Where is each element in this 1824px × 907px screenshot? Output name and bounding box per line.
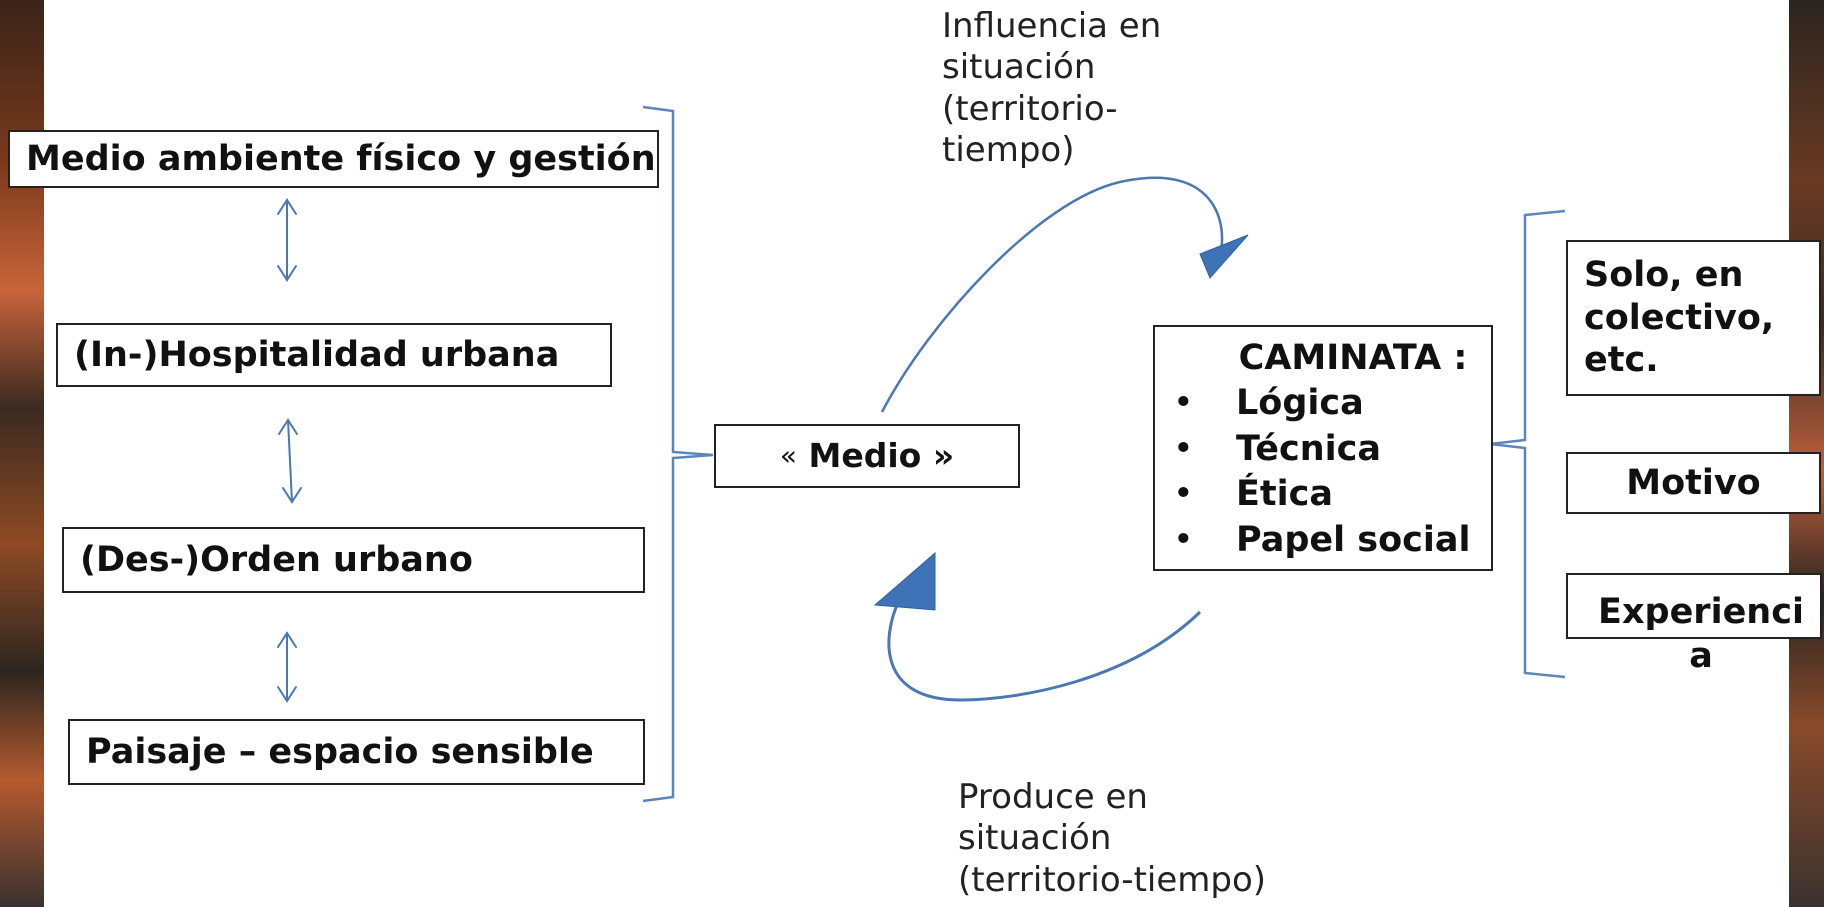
- double-arrow-icon: [277, 631, 297, 703]
- right-group-brace: [1489, 209, 1566, 679]
- bullet-icon: •: [1173, 383, 1194, 423]
- open-quote: «: [779, 439, 797, 473]
- caminata-title: CAMINATA :: [1238, 338, 1468, 378]
- box-label: (Des-)Orden urbano: [80, 540, 473, 580]
- box-label: Paisaje – espacio sensible: [86, 732, 594, 772]
- bullet-icon: •: [1173, 474, 1194, 514]
- caminata-list: •Lógica •Técnica •Ética •Papel social: [1155, 381, 1491, 563]
- box-motivo: Motivo: [1566, 452, 1821, 514]
- medio-label: Medio »: [808, 436, 955, 476]
- box-caminata: CAMINATA : •Lógica •Técnica •Ética •Pape…: [1153, 325, 1493, 571]
- list-item: •Técnica: [1155, 427, 1491, 473]
- list-item: •Lógica: [1155, 381, 1491, 427]
- box-medio: « Medio »: [714, 424, 1020, 488]
- box-paisaje: Paisaje – espacio sensible: [68, 719, 645, 785]
- double-arrow-icon: [277, 198, 297, 282]
- produce-curve-arrow: [887, 597, 1202, 702]
- box-hospitalidad-urbana: (In-)Hospitalidad urbana: [56, 323, 612, 387]
- double-arrow-icon: [278, 418, 302, 504]
- left-group-brace: [642, 105, 714, 803]
- note-influencia: Influencia en situación (territorio- tie…: [942, 6, 1162, 171]
- box-label: Experiencia: [1598, 592, 1804, 676]
- box-label: Motivo: [1626, 463, 1761, 503]
- box-solo-colectivo: Solo, en colectivo, etc.: [1566, 240, 1821, 396]
- bullet-icon: •: [1173, 428, 1194, 469]
- note-produce: Produce en situación (territorio-tiempo): [958, 777, 1267, 900]
- arrowhead-icon: [873, 551, 936, 611]
- list-item: •Ética: [1155, 472, 1491, 518]
- arrowhead-icon: [1199, 234, 1249, 279]
- box-label: Medio ambiente físico y gestión: [26, 139, 656, 179]
- box-medio-ambiente: Medio ambiente físico y gestión: [8, 130, 659, 188]
- list-item: •Papel social: [1155, 518, 1491, 564]
- box-label: (In-)Hospitalidad urbana: [74, 335, 560, 375]
- box-experiencia: Experiencia: [1566, 573, 1822, 676]
- bullet-icon: •: [1173, 519, 1194, 560]
- box-orden-urbano: (Des-)Orden urbano: [62, 527, 645, 593]
- influence-curve-arrow: [880, 176, 1224, 413]
- box-label: Solo, en colectivo, etc.: [1584, 254, 1775, 381]
